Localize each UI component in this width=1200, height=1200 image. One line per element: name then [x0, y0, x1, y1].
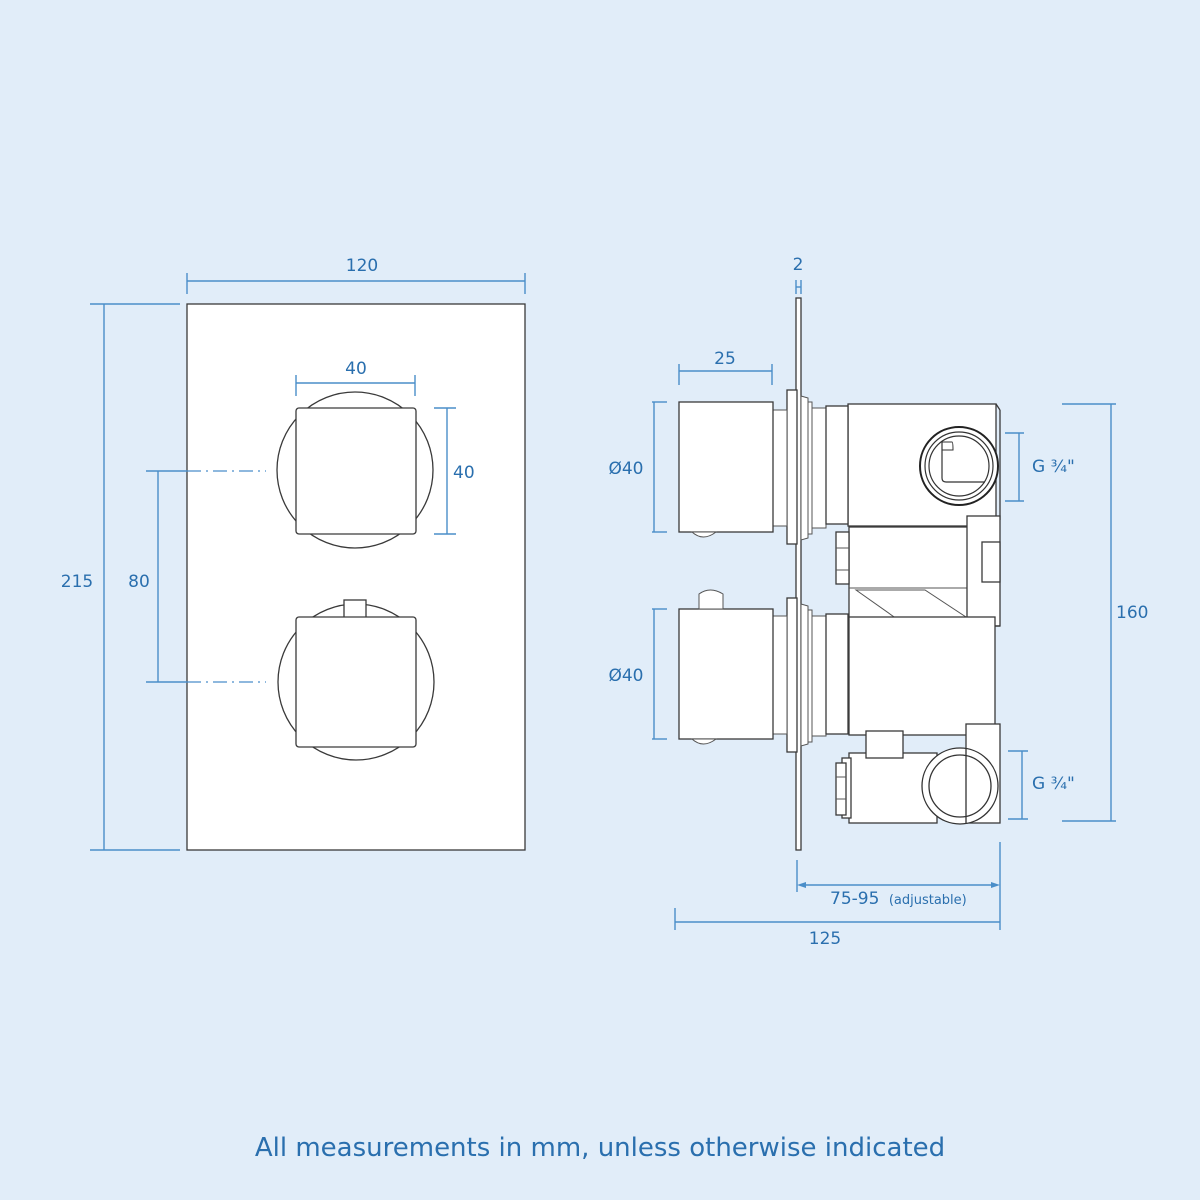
lower-handle-notch	[690, 738, 718, 745]
dim-handle-depth-label: 25	[714, 349, 736, 369]
upper-outlet-fitting	[919, 426, 999, 506]
dim-outlet-spacing-label: 160	[1116, 603, 1148, 623]
dim-handle-width-label: 40	[345, 359, 367, 379]
dim-handle-height-label: 40	[453, 463, 475, 483]
upper-escutcheon	[786, 389, 798, 545]
middle-side-slot	[981, 541, 1001, 583]
dim-handle-spacing-label: 80	[128, 572, 150, 592]
lower-handle-side	[678, 589, 849, 753]
dim-adjustable-depth-label: 75-95	[830, 889, 879, 909]
dim-overall-depth: 125	[674, 908, 1000, 949]
dim-upper-thread-label: G ¾"	[1032, 457, 1075, 477]
dim-front-height: 215	[61, 303, 180, 851]
upper-handle-front	[276, 391, 434, 549]
measurement-note: All measurements in mm, unless otherwise…	[254, 1133, 946, 1163]
dim-outlet-spacing: 160	[1062, 403, 1148, 822]
dim-upper-diameter: Ø40	[608, 401, 667, 533]
lower-handle-square	[295, 616, 417, 748]
side-view: 2 25 Ø40 Ø40 G ¾"	[608, 255, 1148, 949]
upper-handle-notch	[690, 531, 718, 538]
dim-plate-thickness: 2	[793, 255, 804, 294]
lower-nut	[835, 762, 847, 816]
dim-adjustable-note: (adjustable)	[889, 893, 967, 908]
upper-spindle-collar	[825, 405, 849, 525]
lower-handle-body	[678, 608, 774, 740]
lower-handle-indicator	[343, 599, 367, 619]
lower-connector-cap	[865, 730, 904, 759]
dim-plate-thickness-label: 2	[793, 255, 804, 275]
dim-front-width: 120	[186, 256, 526, 294]
lower-spindle-collar	[825, 613, 849, 735]
middle-nut	[835, 531, 850, 585]
dim-upper-thread: G ¾"	[1005, 432, 1075, 502]
dim-handle-depth: 25	[678, 349, 773, 385]
dim-upper-diameter-label: Ø40	[608, 459, 643, 479]
dim-adjustable-depth: 75-95 (adjustable)	[796, 842, 1001, 930]
upper-handle-side	[678, 389, 849, 545]
dim-lower-diameter-label: Ø40	[608, 666, 643, 686]
lower-escutcheon	[786, 597, 798, 753]
dim-handle-height: 40	[434, 407, 475, 535]
dim-front-height-label: 215	[61, 572, 93, 592]
lower-outlet-fitting	[921, 747, 999, 825]
dim-front-width-label: 120	[346, 256, 378, 276]
lower-valve-body	[848, 616, 996, 736]
front-plate	[186, 303, 526, 851]
dim-handle-spacing: 80	[128, 470, 266, 683]
wall-plate-side	[795, 297, 802, 851]
upper-handle-body	[678, 401, 774, 533]
dim-handle-width: 40	[295, 359, 416, 396]
dim-overall-depth-label: 125	[809, 929, 841, 949]
dim-lower-thread-label: G ¾"	[1032, 774, 1075, 794]
dim-lower-diameter: Ø40	[608, 608, 667, 740]
upper-handle-square	[295, 407, 417, 535]
front-view: 120 215 40 40	[61, 256, 526, 851]
dim-lower-thread: G ¾"	[1008, 750, 1075, 820]
lower-handle-indicator-side	[698, 589, 724, 610]
lower-handle-front	[277, 599, 435, 761]
svg-text:75-95 (adjustable): 75-95 (adjustable)	[830, 889, 967, 909]
